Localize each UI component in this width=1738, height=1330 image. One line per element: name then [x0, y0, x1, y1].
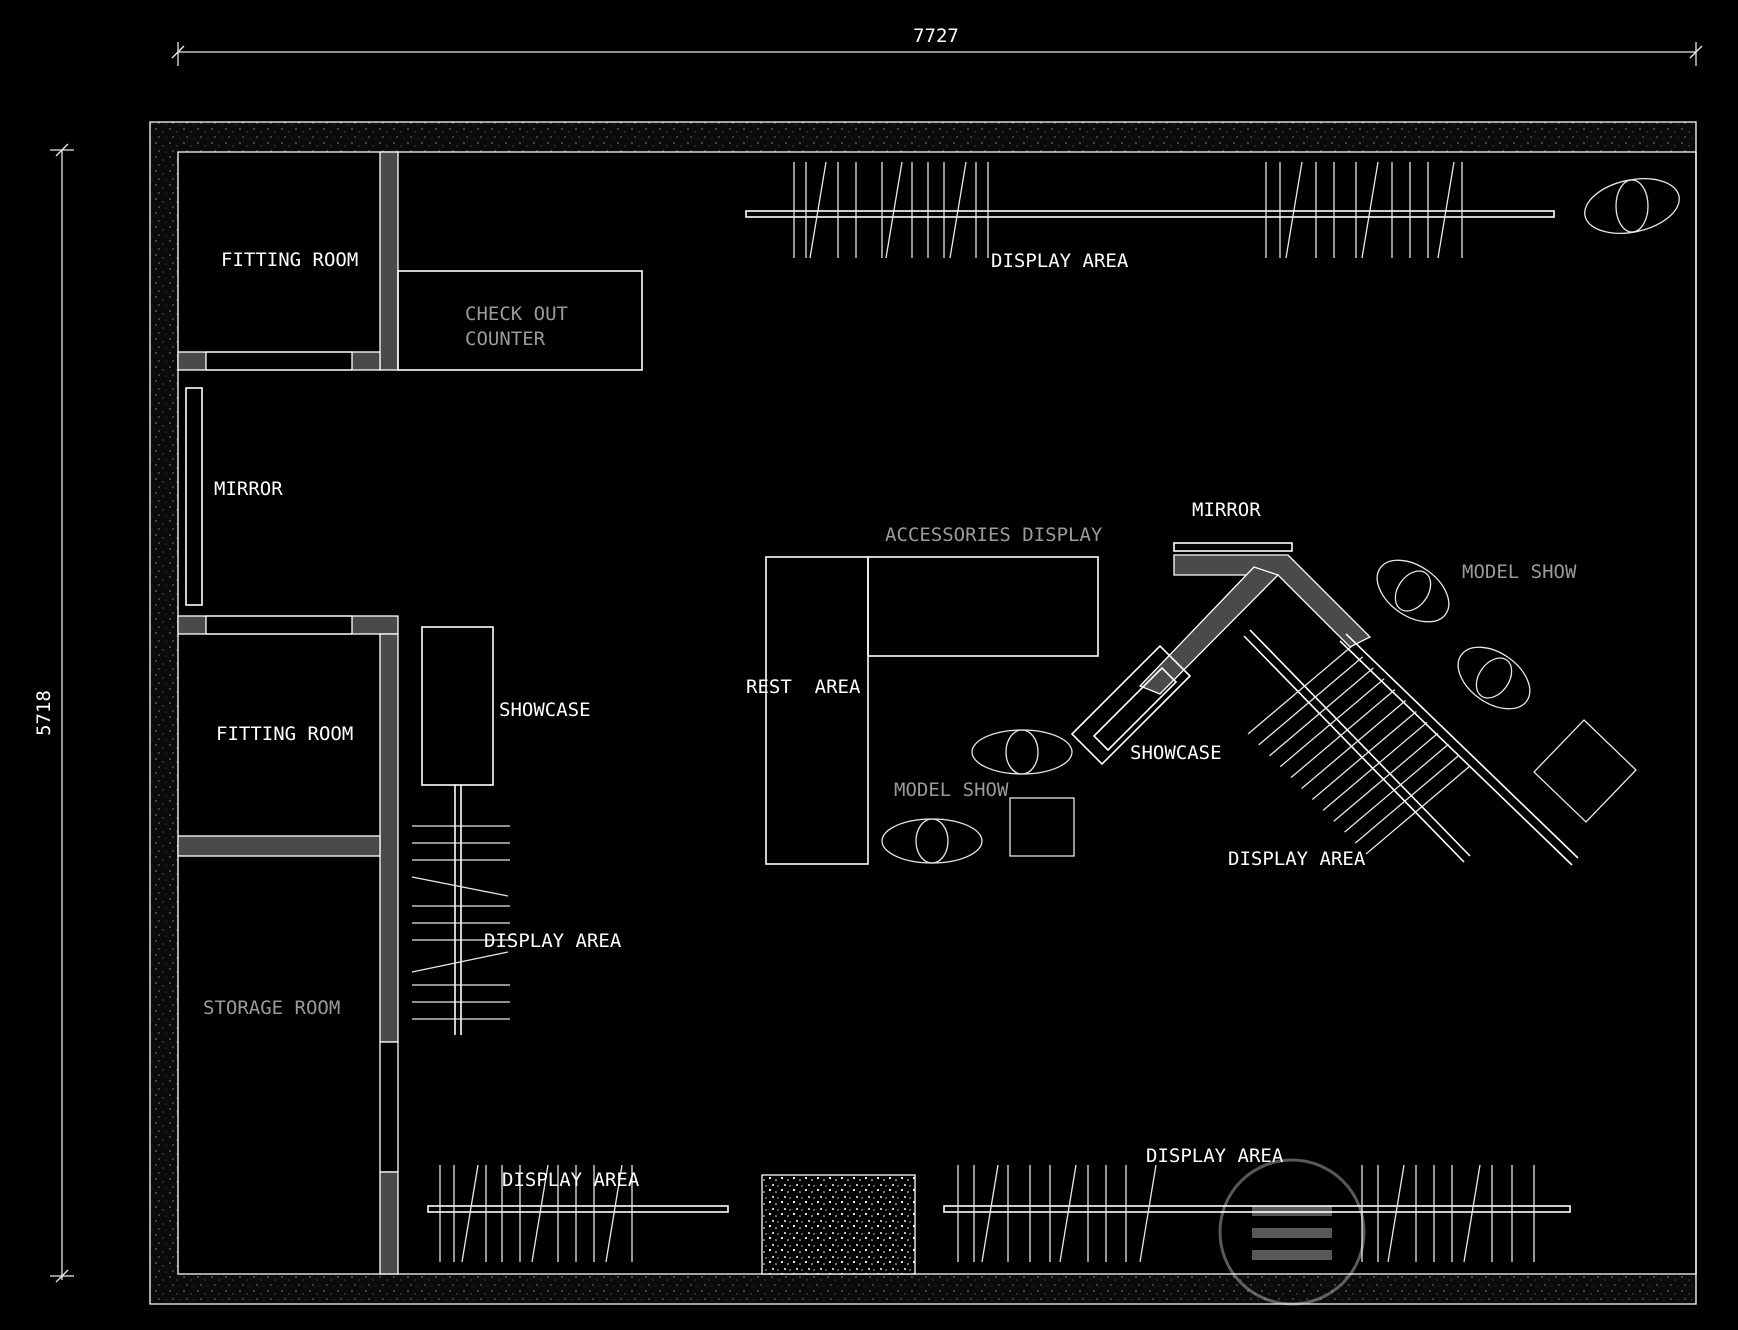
label-mirror-left: MIRROR: [214, 478, 283, 500]
outer-wall: [149, 121, 1697, 1305]
label-model-show-right: MODEL SHOW: [1462, 561, 1577, 583]
hanger-stroke: [531, 1164, 549, 1263]
hanger-stroke: [1361, 161, 1379, 259]
hanger-stroke: [1301, 700, 1407, 790]
rest-area-counter: [765, 556, 1099, 865]
label-display-area-bottom-left: DISPLAY AREA: [502, 1169, 640, 1191]
mirror-left: [185, 387, 203, 606]
plinth-center: [1009, 797, 1075, 857]
label-display-area-top: DISPLAY AREA: [991, 250, 1129, 272]
hanger-stroke: [1290, 689, 1396, 779]
display-rail-bottom-right: [943, 1164, 1571, 1263]
hanger-stroke: [1311, 710, 1417, 800]
label-fitting-room-mid: FITTING ROOM: [216, 723, 353, 745]
label-model-show-center: MODEL SHOW: [894, 779, 1009, 801]
label-showcase-right: SHOWCASE: [1130, 742, 1222, 764]
display-rail-bottom-left: [427, 1164, 729, 1263]
hanger-stroke: [605, 1164, 623, 1263]
dimension-height-label: 5718: [33, 690, 55, 736]
hanger-stroke: [809, 161, 827, 259]
hanger-stroke: [1463, 1164, 1481, 1263]
hanger-stroke: [1139, 1164, 1157, 1263]
left-partitions: [177, 151, 399, 1275]
hanger-stroke: [1269, 667, 1374, 757]
label-check-out-2: COUNTER: [465, 328, 546, 350]
hanger-stroke: [981, 1164, 999, 1263]
display-rail-diagonal: [1243, 629, 1471, 863]
hanger-stroke: [1279, 678, 1385, 768]
hanger-stroke: [1437, 161, 1455, 259]
label-rest-area: REST AREA: [746, 676, 861, 698]
check-out-counter: [397, 270, 643, 371]
watermark-logo: [1218, 1158, 1366, 1306]
label-accessories-display: ACCESSORIES DISPLAY: [885, 524, 1103, 546]
terrazzo-entrance: [761, 1174, 916, 1275]
showcase-left: [411, 626, 510, 1035]
label-fitting-room-top: FITTING ROOM: [221, 249, 358, 271]
hanger-stroke: [461, 1164, 479, 1263]
label-display-area-right: DISPLAY AREA: [1228, 848, 1366, 870]
label-showcase-left: SHOWCASE: [499, 699, 591, 721]
hanger-stroke: [885, 161, 903, 259]
label-mirror-right: MIRROR: [1192, 499, 1261, 521]
hanger-stroke: [1387, 1164, 1405, 1263]
hanger-stroke: [1258, 656, 1364, 746]
hanger-stroke: [1322, 721, 1428, 811]
dimension-width-label: 7727: [913, 25, 959, 47]
labels: FITTING ROOM CHECK OUT COUNTER MIRROR FI…: [203, 249, 1577, 1191]
hanger-stroke: [1354, 754, 1460, 844]
plinth-right: [1533, 719, 1637, 823]
dimension-top: 7727: [171, 25, 1703, 66]
hanger-stroke: [1059, 1164, 1077, 1263]
hanger-stroke: [1247, 645, 1353, 735]
label-display-area-bottom-right: DISPLAY AREA: [1146, 1145, 1284, 1167]
model-figure-right-1: [1376, 559, 1450, 623]
hanger-stroke: [1333, 732, 1439, 822]
model-figure-top-right: [1584, 178, 1680, 234]
display-rail-top: [745, 161, 1555, 259]
hanger-stroke: [1344, 743, 1449, 833]
model-figure-right-2: [1457, 646, 1531, 710]
model-figure-center-1: [971, 729, 1073, 775]
dimension-left: 5718: [33, 143, 74, 1283]
model-figure-center-2: [881, 818, 983, 864]
hanger-stroke: [1365, 765, 1471, 855]
label-storage-room: STORAGE ROOM: [203, 997, 340, 1019]
label-display-area-left: DISPLAY AREA: [484, 930, 622, 952]
hanger-stroke: [949, 161, 967, 259]
hanger-stroke: [1285, 161, 1303, 259]
showcase-right: [1070, 566, 1579, 866]
label-check-out-1: CHECK OUT: [465, 303, 568, 325]
